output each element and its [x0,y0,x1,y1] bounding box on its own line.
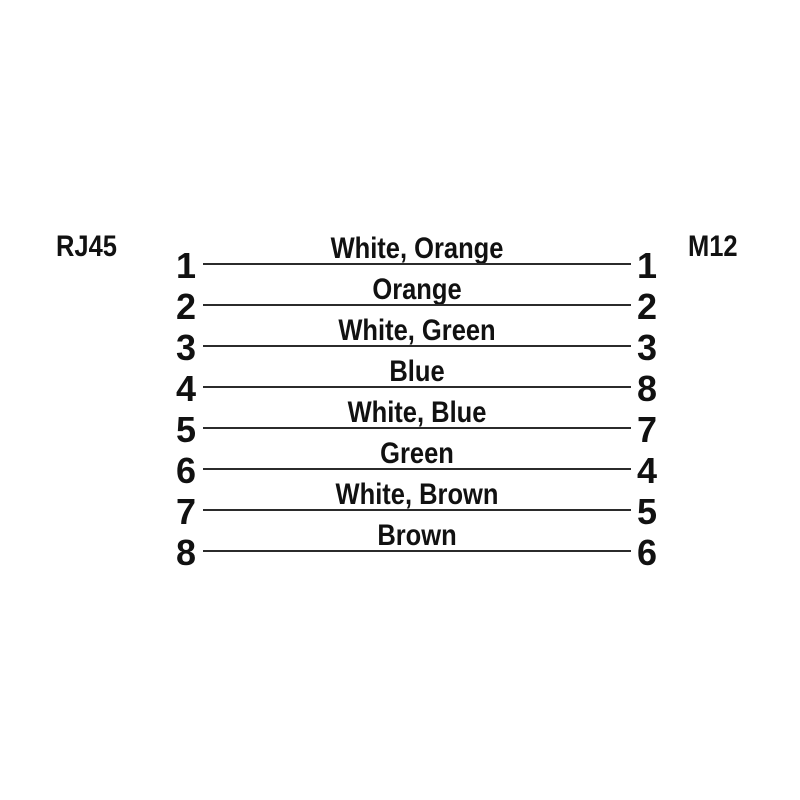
right-pin-number: 2 [637,286,658,327]
wire-color-label: Brown [377,519,457,552]
right-pin-number: 7 [637,409,658,450]
left-pin-number: 6 [175,450,196,491]
pin-row: 4 Blue 8 [0,347,800,407]
wire-color-label: White, Brown [335,478,499,511]
wire-color-label: White, Blue [347,396,487,429]
right-pin-number: 5 [637,491,658,532]
pin-row: 6 Green 4 [0,429,800,489]
wire-color-label: Blue [389,355,445,388]
left-pin-number: 3 [175,327,196,368]
left-pin-number: 7 [175,491,196,532]
left-pin-number: 2 [175,286,196,327]
connection-line [203,509,631,511]
connection-line [203,263,631,265]
left-pin-number: 5 [175,409,196,450]
pin-row: 1 White, Orange 1 [0,224,800,284]
pin-row: 2 Orange 2 [0,265,800,325]
connection-line [203,550,631,552]
connection-line [203,304,631,306]
connection-line [203,345,631,347]
wire-color-label: White, Orange [330,232,504,265]
right-pin-number: 4 [637,450,658,491]
left-pin-number: 4 [175,368,196,409]
left-pin-number: 8 [175,532,196,573]
connector-label-rj45: RJ45 [56,230,117,263]
right-pin-number: 8 [637,368,658,409]
left-pin-number: 1 [175,245,196,286]
pin-row: 3 White, Green 3 [0,306,800,366]
pin-row: 8 Brown 6 [0,511,800,571]
right-pin-number: 6 [637,532,658,573]
right-pin-number: 1 [637,245,658,286]
wire-color-label: Orange [372,273,462,306]
right-pin-number: 3 [637,327,658,368]
connection-line [203,386,631,388]
wire-color-label: White, Green [338,314,496,347]
connection-line [203,468,631,470]
pin-row: 5 White, Blue 7 [0,388,800,448]
connector-label-m12: M12 [688,230,738,263]
connection-line [203,427,631,429]
pin-row: 7 White, Brown 5 [0,470,800,530]
wire-color-label: Green [380,437,454,470]
